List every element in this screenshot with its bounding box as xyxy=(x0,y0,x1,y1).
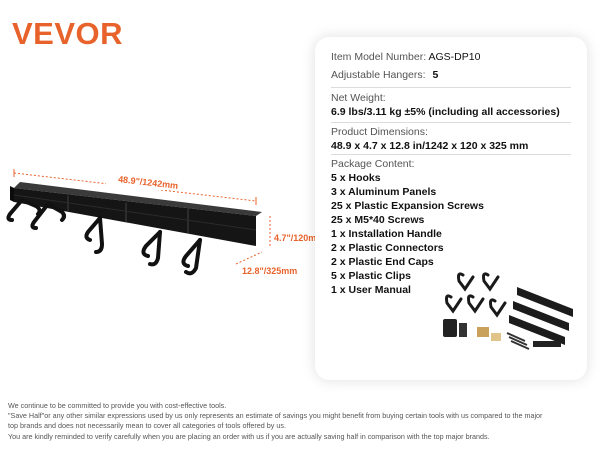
content-item: 25 x Plastic Expansion Screws xyxy=(331,200,484,212)
package-contents-image xyxy=(443,272,573,350)
height-label: 4.7"/120mm xyxy=(274,233,324,243)
content-item: 25 x M5*40 Screws xyxy=(331,214,425,226)
vevor-logo: VEVOR xyxy=(12,16,124,51)
disclaimer-line: top brands and does not necessarily mean… xyxy=(8,421,286,431)
hangers-row: Adjustable Hangers: 5 xyxy=(331,69,438,81)
depth-dimension: 12.8"/325mm xyxy=(235,251,297,276)
hangers-label: Adjustable Hangers: xyxy=(331,69,426,81)
spec-card: Item Model Number: AGS-DP10 Adjustable H… xyxy=(315,37,587,380)
weight-label: Net Weight: xyxy=(331,92,386,104)
divider xyxy=(331,154,571,155)
hangers-value: 5 xyxy=(432,69,439,81)
disclaimer: We continue to be committed to provide y… xyxy=(8,401,598,442)
hooks-group xyxy=(445,272,507,318)
height-dimension: 4.7"/120mm xyxy=(269,216,324,246)
dims-label: Product Dimensions: xyxy=(331,126,428,138)
hardware-group xyxy=(443,319,561,350)
content-label: Package Content: xyxy=(331,158,415,170)
disclaimer-line: "Save Half"or any other similar expressi… xyxy=(8,411,543,421)
disclaimer-line: We continue to be committed to provide y… xyxy=(8,401,227,410)
content-item: 2 x Plastic Connectors xyxy=(331,242,444,254)
product-illustration: 48.9"/1242mm 4.7"/120mm 12.8"/325mm xyxy=(6,169,324,276)
hook-3 xyxy=(84,216,105,254)
hook-4 xyxy=(141,230,162,267)
model-label: Item Model Number: xyxy=(331,51,427,63)
dims-value: 48.9 x 4.7 x 12.8 in/1242 x 120 x 325 mm xyxy=(331,140,529,152)
panels-group xyxy=(509,287,573,345)
hook-2 xyxy=(30,202,66,230)
divider xyxy=(331,87,571,88)
content-item: 5 x Plastic Clips xyxy=(331,270,411,282)
length-dimension: 48.9"/1242mm xyxy=(13,169,257,205)
content-item: 1 x User Manual xyxy=(331,284,411,296)
weight-value: 6.9 lbs/3.11 kg ±5% (including all acces… xyxy=(331,106,560,118)
content-item: 2 x Plastic End Caps xyxy=(331,256,434,268)
divider xyxy=(331,122,571,123)
storage-rail xyxy=(10,182,262,246)
model-value: AGS-DP10 xyxy=(428,51,481,63)
content-item: 5 x Hooks xyxy=(331,172,381,184)
model-row: Item Model Number: AGS-DP10 xyxy=(331,51,480,63)
depth-label: 12.8"/325mm xyxy=(242,266,297,276)
content-item: 3 x Aluminum Panels xyxy=(331,186,437,198)
disclaimer-line: You are kindly reminded to verify carefu… xyxy=(8,431,490,441)
hook-5 xyxy=(181,238,202,276)
content-item: 1 x Installation Handle xyxy=(331,228,442,240)
